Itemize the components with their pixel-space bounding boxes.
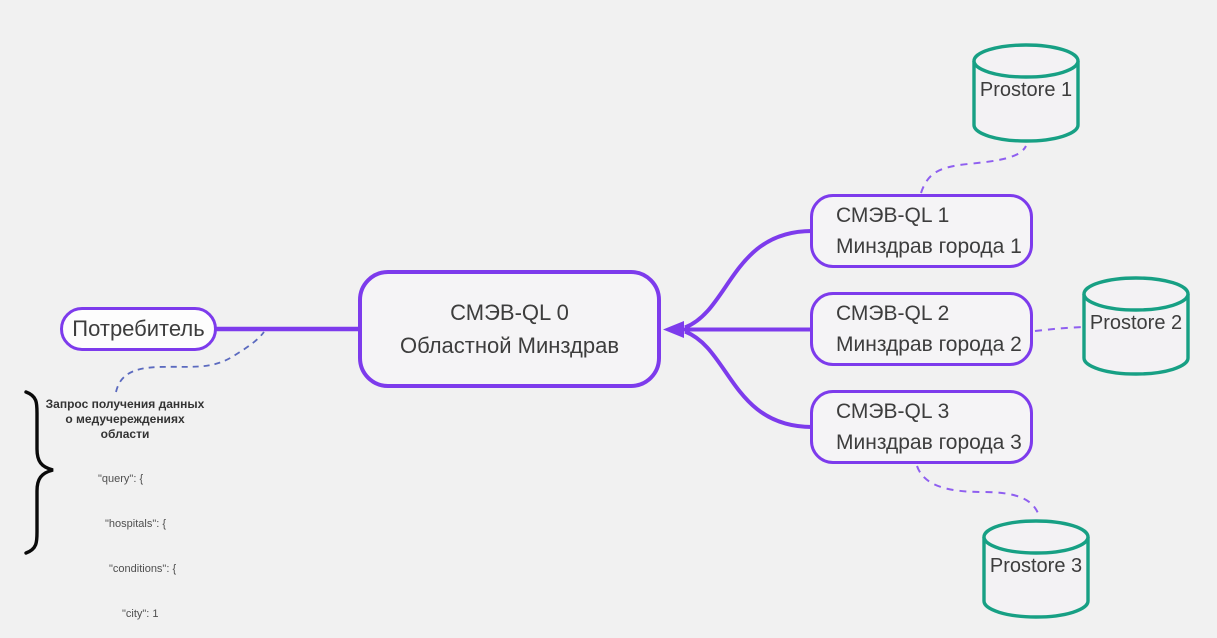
- annotation-request-title: Запрос получения данных о медучереждения…: [45, 397, 205, 442]
- code-line: "city": 1: [122, 608, 159, 620]
- node-prostore1-label: Prostore 1: [979, 79, 1073, 101]
- code-line: "hospitals": {: [105, 518, 167, 530]
- node-prostore3-database[interactable]: Prostore 3: [980, 517, 1092, 621]
- node-city2-line1: СМЭВ-QL 2: [836, 302, 950, 325]
- annotation-title-line: области: [100, 427, 150, 441]
- edge-city3-prostore3-dashed: [916, 465, 1040, 517]
- edge-central-city1: [684, 229, 813, 330]
- database-cylinder-icon: [972, 43, 1080, 143]
- annotation-title-line: о медучереждениях: [65, 412, 185, 426]
- edge-city1-prostore1-dashed: [920, 145, 1027, 194]
- code-line: "conditions": {: [109, 563, 177, 575]
- node-prostore2-database[interactable]: Prostore 2: [1080, 274, 1192, 378]
- node-prostore3-label: Prostore 3: [989, 555, 1083, 577]
- code-line: "query": {: [98, 473, 144, 485]
- annotation-title-line: Запрос получения данных: [45, 397, 205, 411]
- node-city3-smev-ql-3[interactable]: СМЭВ-QL 3 Минздрав города 3: [810, 390, 1033, 464]
- callout-annotation-dashed: [115, 331, 265, 393]
- node-central-line1: СМЭВ-QL 0: [450, 300, 569, 325]
- node-central-smev-ql-0[interactable]: СМЭВ-QL 0 Областной Минздрав: [358, 270, 661, 388]
- node-city2-smev-ql-2[interactable]: СМЭВ-QL 2 Минздрав города 2: [810, 292, 1033, 366]
- node-prostore2-label: Prostore 2: [1089, 312, 1183, 334]
- arrowhead-into-central: [663, 321, 684, 338]
- node-city3-line2: Минздрав города 3: [836, 431, 1022, 454]
- curly-brace: [24, 390, 54, 555]
- edge-central-city3: [684, 329, 813, 429]
- node-city2-line2: Минздрав города 2: [836, 333, 1022, 356]
- node-city1-line1: СМЭВ-QL 1: [836, 204, 950, 227]
- node-consumer-label: Потребитель: [72, 316, 205, 341]
- database-cylinder-icon: [982, 519, 1090, 619]
- node-prostore1-database[interactable]: Prostore 1: [970, 41, 1082, 145]
- edge-city2-prostore2-dashed: [1034, 326, 1083, 332]
- annotation-query-snippet: "query": { "hospitals": { "conditions": …: [40, 442, 210, 638]
- node-consumer[interactable]: Потребитель: [60, 307, 217, 351]
- node-central-line2: Областной Минздрав: [399, 333, 620, 358]
- database-cylinder-icon: [1082, 276, 1190, 376]
- node-city1-line2: Минздрав города 1: [836, 235, 1022, 258]
- node-city1-smev-ql-1[interactable]: СМЭВ-QL 1 Минздрав города 1: [810, 194, 1033, 268]
- node-city3-line1: СМЭВ-QL 3: [836, 400, 950, 423]
